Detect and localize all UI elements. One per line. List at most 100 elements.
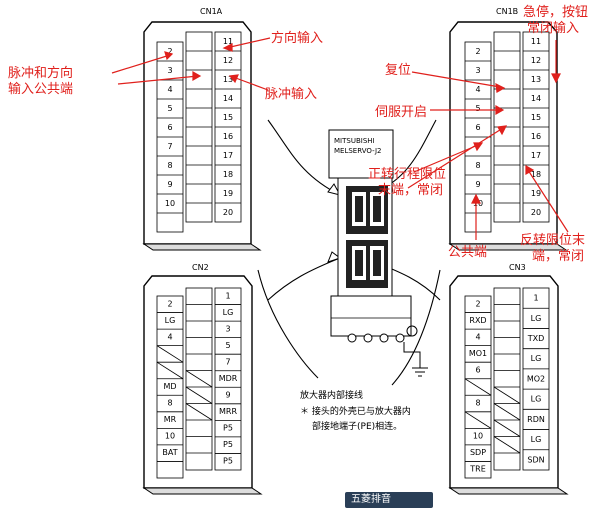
cn1b-right-pin: 16 — [531, 132, 541, 141]
cn2-right-pin: MDR — [219, 374, 238, 383]
cn3-right-pin: LG — [531, 314, 542, 323]
label-fwd-limit-2: 末端，常闭 — [378, 183, 443, 198]
cn1a-left-pin: 9 — [167, 180, 172, 189]
cn1b-right-pin: 15 — [531, 113, 541, 122]
cn1a-right-pin: 11 — [223, 37, 233, 46]
label-estop-1: 急停，按钮 — [523, 4, 588, 20]
cn1a-left-pin: 7 — [167, 142, 172, 151]
label-rev-limit-2: 端，常闭 — [532, 249, 584, 264]
cn1a-right-pin: 17 — [223, 151, 233, 160]
label-pulse-input: 脉冲输入 — [265, 86, 317, 102]
cn3-right-pin: RDN — [527, 415, 545, 424]
cn2-left-pin: BAT — [162, 448, 177, 457]
cn1a-left-pin: 5 — [167, 104, 172, 113]
cn1b-right-pin: 13 — [531, 75, 541, 84]
cn1a-title: CN1A — [200, 7, 223, 16]
cn3-left-pin: 6 — [475, 365, 480, 374]
cn3-right-pin: SDN — [527, 455, 544, 464]
amp-brand: MITSUBISHI — [334, 137, 375, 145]
cn1b-right-pin: 11 — [531, 37, 541, 46]
cn1b-right-pin: 18 — [531, 170, 541, 179]
cn1a-left-pin: 4 — [167, 85, 172, 94]
cn1b-left-pin: 9 — [475, 180, 480, 189]
cn3-title: CN3 — [509, 263, 526, 272]
note-line3: 部接地端子(PE)相连。 — [312, 420, 402, 432]
cn2-right-pin: 5 — [225, 341, 230, 350]
cn1a-left-pin: 6 — [167, 123, 172, 132]
cn2-right-pin: 3 — [225, 324, 230, 333]
servo-amplifier: MITSUBISHI MELSERVO-J2 — [257, 119, 441, 386]
connector-cn1a: CN1A — [142, 7, 262, 251]
arrow-cn1a — [267, 119, 341, 196]
cn1b-left-pin: 4 — [475, 85, 480, 94]
cn1a-left-pin: 10 — [165, 199, 175, 208]
cn1b-left-pin: 5 — [475, 104, 480, 113]
cn1b-left-pin: 2 — [475, 47, 480, 56]
label-rev-limit-1: 反转限位末 — [520, 233, 585, 248]
label-common: 公共端 — [448, 245, 487, 260]
cn1a-left-pin: 3 — [167, 66, 172, 75]
cn3-left-pin: 8 — [475, 399, 480, 408]
cn2-left-pin: 8 — [167, 399, 172, 408]
cn2-right-pin: P5 — [223, 424, 233, 433]
label-servo-on: 伺服开启 — [375, 105, 427, 120]
cn1a-left-pin: 8 — [167, 161, 172, 170]
cn1b-title: CN1B — [496, 7, 518, 16]
cn2-right-pin: P5 — [223, 440, 233, 449]
cn1a-right-pin: 20 — [223, 208, 233, 217]
cn3-left-pin: 4 — [475, 332, 480, 341]
cn3-left-pin: SDP — [470, 448, 486, 457]
label-pulse-direction-common-1: 脉冲和方向 — [8, 65, 73, 81]
cn2-title: CN2 — [192, 263, 209, 272]
cn3-right-pin: MO2 — [527, 374, 545, 383]
cn2-left-pin: 2 — [167, 299, 172, 308]
cn3-left-pin: 10 — [473, 432, 483, 441]
cn1b-right-pin: 17 — [531, 151, 541, 160]
cn1b-left-pin: 6 — [475, 123, 480, 132]
cn2-right-pin: P5 — [223, 457, 233, 466]
cn1a-left-pin: 2 — [167, 47, 172, 56]
cn1a-right-pin: 12 — [223, 56, 233, 65]
cn2-right-pin: MRR — [219, 407, 237, 416]
cn1b-right-pin: 20 — [531, 208, 541, 217]
cn2-right-pin: LG — [223, 308, 234, 317]
cn2-left-pin: MR — [164, 415, 177, 424]
label-fwd-limit-1: 正转行程限位 — [368, 167, 446, 182]
ground-icon — [403, 325, 428, 377]
cn3-right-pin: LG — [531, 435, 542, 444]
cn1a-right-pin: 14 — [223, 94, 233, 103]
cn3-right-pin: TXD — [527, 334, 545, 343]
cn3-left-pin: TRE — [469, 465, 486, 474]
cn1b-right-pin: 14 — [531, 94, 541, 103]
cn1a-right-pin: 16 — [223, 132, 233, 141]
label-direction-input: 方向输入 — [271, 30, 323, 46]
note-line2: ＊ 接头的外壳已与放大器内 — [300, 405, 411, 417]
cn1a-right-pin: 18 — [223, 170, 233, 179]
watermark-badge: 五菱排音 — [345, 492, 433, 508]
label-estop-2: 常闭输入 — [527, 20, 579, 36]
cn1a-right-pin: 19 — [223, 189, 233, 198]
arrow-cn2 — [267, 257, 341, 301]
cn3-right-pin: 1 — [533, 294, 538, 303]
cn3-right-pin: LG — [531, 354, 542, 363]
label-pulse-direction-common-2: 输入公共端 — [8, 81, 73, 97]
connector-cn1b: CN1B — [448, 7, 568, 251]
cn2-right-pin: 9 — [225, 391, 230, 400]
cn2-left-pin: 4 — [167, 332, 172, 341]
cn3-left-pin: MO1 — [469, 349, 487, 358]
cn3-left-pin: RXD — [469, 316, 486, 325]
cn1b-left-pin: 8 — [475, 161, 480, 170]
cn1b-right-pin: 19 — [531, 189, 541, 198]
label-reset: 复位 — [385, 63, 411, 78]
cn1a-right-pin: 13 — [223, 75, 233, 84]
cn2-left-pin: 10 — [165, 432, 175, 441]
cn2-left-pin: MD — [163, 382, 176, 391]
cn2-right-pin: 7 — [225, 357, 230, 366]
cn3-right-pin: LG — [531, 395, 542, 404]
cn1a-right-pin: 15 — [223, 113, 233, 122]
cn1b-left-pin: 3 — [475, 66, 480, 75]
amp-model: MELSERVO-J2 — [334, 147, 382, 155]
cn2-right-pin: 1 — [225, 291, 230, 300]
cn2-left-pin: LG — [165, 316, 176, 325]
